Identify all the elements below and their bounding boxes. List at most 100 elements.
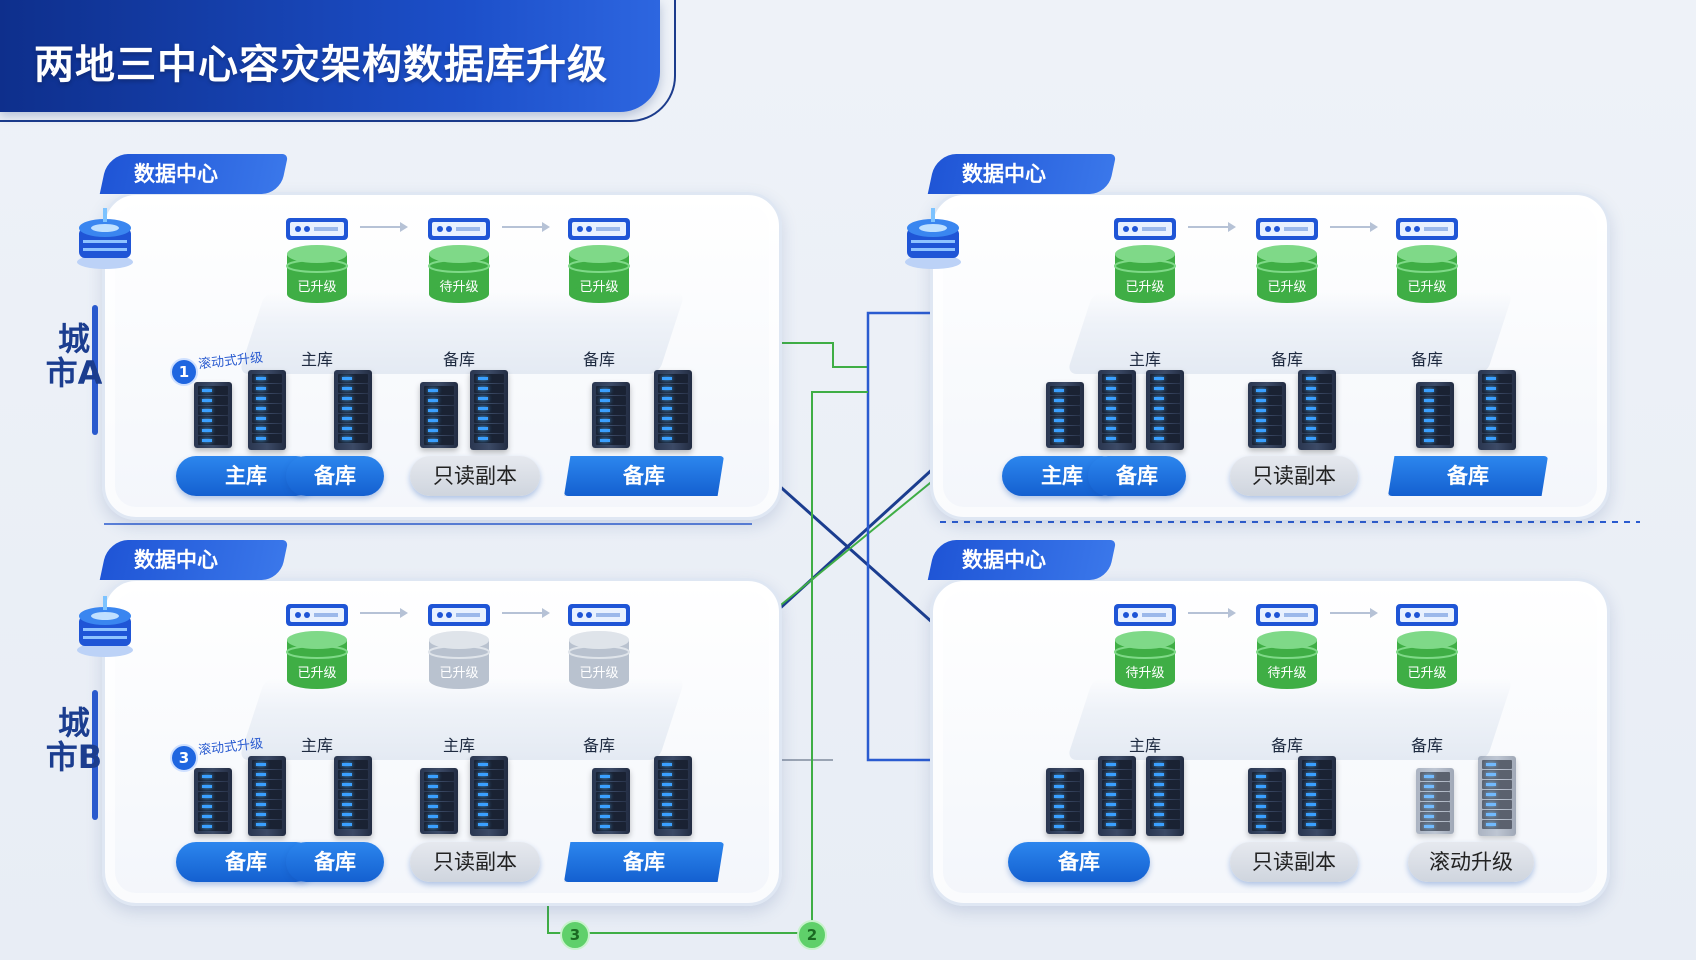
db-label-a_right-0: 主库	[1128, 350, 1161, 369]
server-rack-icon	[1146, 756, 1184, 836]
step-badge-bottom-1: 3	[560, 920, 590, 950]
server-rack-icon	[1416, 382, 1454, 448]
server-rack-icon	[1298, 370, 1336, 450]
role-pill-b_left-2: 只读副本	[410, 842, 540, 882]
db-status-a_left-2: 已升级	[579, 280, 619, 295]
server-rack-icon	[1298, 756, 1336, 836]
db-node-a_right-1	[1256, 214, 1318, 344]
role-pill-a_right-2: 只读副本	[1230, 456, 1358, 496]
city-a-bar	[92, 305, 98, 435]
db-label-a_right-1: 备库	[1270, 350, 1303, 369]
db-node-a_left-2	[568, 214, 630, 344]
server-rack-icon	[194, 382, 232, 448]
db-label-b_left-2: 备库	[582, 736, 615, 755]
server-rack-icon	[194, 768, 232, 834]
flow-arrow-icon	[360, 604, 410, 618]
db-status-b_right-0: 待升级	[1125, 666, 1165, 681]
server-rack-icon	[1248, 382, 1286, 448]
role-pill-a_right-1: 备库	[1088, 456, 1186, 496]
server-rack-icon	[1046, 382, 1084, 448]
role-pill-a_right-3: 备库	[1388, 456, 1548, 496]
db-status-b_left-1: 已升级	[439, 666, 479, 681]
step-badge-b_left: 3	[170, 744, 198, 772]
server-rack-icon	[248, 370, 286, 450]
db-node-b_right-0	[1114, 600, 1176, 730]
role-pill-b_left-3: 备库	[564, 842, 724, 882]
step-badge-a_left: 1	[170, 358, 198, 386]
server-rack-icon	[420, 768, 458, 834]
city-b-bar	[92, 690, 98, 820]
db-node-a_left-1	[428, 214, 490, 344]
db-label-b_left-1: 主库	[442, 736, 475, 755]
db-node-a_left-0	[286, 214, 348, 344]
server-rack-icon	[334, 370, 372, 450]
flow-arrow-icon	[502, 218, 552, 232]
flow-arrow-icon	[360, 218, 410, 232]
server-rack-icon	[1416, 768, 1454, 834]
title-outline	[0, 0, 676, 122]
server-rack-icon	[654, 370, 692, 450]
data-center-tab: 数据中心	[99, 540, 289, 580]
db-status-b_right-2: 已升级	[1407, 666, 1447, 681]
database-hub-icon	[72, 594, 138, 660]
role-pill-b_right-0: 备库	[1008, 842, 1150, 882]
db-status-a_right-2: 已升级	[1407, 280, 1447, 295]
db-node-b_left-1	[428, 600, 490, 730]
step-badge-bottom-2: 2	[797, 920, 827, 950]
role-pill-b_right-2: 滚动升级	[1408, 842, 1534, 882]
server-rack-icon	[592, 768, 630, 834]
page-title: 两地三中心容灾架构数据库升级	[34, 42, 608, 88]
server-rack-icon	[1046, 768, 1084, 834]
server-rack-icon	[1098, 370, 1136, 450]
role-pill-a_left-1: 备库	[286, 456, 384, 496]
db-node-b_right-1	[1256, 600, 1318, 730]
db-node-a_right-0	[1114, 214, 1176, 344]
db-label-b_right-0: 主库	[1128, 736, 1161, 755]
server-rack-icon	[1478, 370, 1516, 450]
database-hub-icon	[900, 206, 966, 272]
flow-arrow-icon	[1188, 218, 1238, 232]
server-rack-icon	[592, 382, 630, 448]
db-label-a_left-1: 备库	[442, 350, 475, 369]
db-node-b_left-0	[286, 600, 348, 730]
flow-arrow-icon	[1188, 604, 1238, 618]
city-a-label: 城市A	[45, 320, 103, 392]
flow-arrow-icon	[1330, 604, 1380, 618]
data-center-tab: 数据中心	[99, 154, 289, 194]
role-pill-b_left-1: 备库	[286, 842, 384, 882]
db-label-b_right-1: 备库	[1270, 736, 1303, 755]
server-rack-icon	[470, 756, 508, 836]
db-status-a_left-0: 已升级	[297, 280, 337, 295]
flow-arrow-icon	[1330, 218, 1380, 232]
db-status-b_right-1: 待升级	[1267, 666, 1307, 681]
db-label-a_right-2: 备库	[1410, 350, 1443, 369]
title-banner	[0, 0, 660, 112]
db-label-a_left-2: 备库	[582, 350, 615, 369]
database-hub-icon	[72, 206, 138, 272]
role-pill-a_left-2: 只读副本	[410, 456, 540, 496]
db-status-a_right-0: 已升级	[1125, 280, 1165, 295]
flow-arrow-icon	[502, 604, 552, 618]
server-rack-icon	[420, 382, 458, 448]
city-b-label: 城市B	[45, 704, 103, 776]
db-status-b_left-2: 已升级	[579, 666, 619, 681]
db-status-a_right-1: 已升级	[1267, 280, 1307, 295]
db-status-b_left-0: 已升级	[297, 666, 337, 681]
data-center-tab: 数据中心	[927, 540, 1117, 580]
server-rack-icon	[654, 756, 692, 836]
role-pill-b_right-1: 只读副本	[1230, 842, 1358, 882]
server-rack-icon	[334, 756, 372, 836]
data-center-tab: 数据中心	[927, 154, 1117, 194]
role-pill-a_left-3: 备库	[564, 456, 724, 496]
db-label-a_left-0: 主库	[300, 350, 333, 369]
db-node-b_right-2	[1396, 600, 1458, 730]
server-rack-icon	[1098, 756, 1136, 836]
db-label-b_left-0: 主库	[300, 736, 333, 755]
server-rack-icon	[1478, 756, 1516, 836]
server-rack-icon	[470, 370, 508, 450]
db-status-a_left-1: 待升级	[439, 280, 479, 295]
db-node-b_left-2	[568, 600, 630, 730]
server-rack-icon	[1248, 768, 1286, 834]
server-rack-icon	[1146, 370, 1184, 450]
db-label-b_right-2: 备库	[1410, 736, 1443, 755]
